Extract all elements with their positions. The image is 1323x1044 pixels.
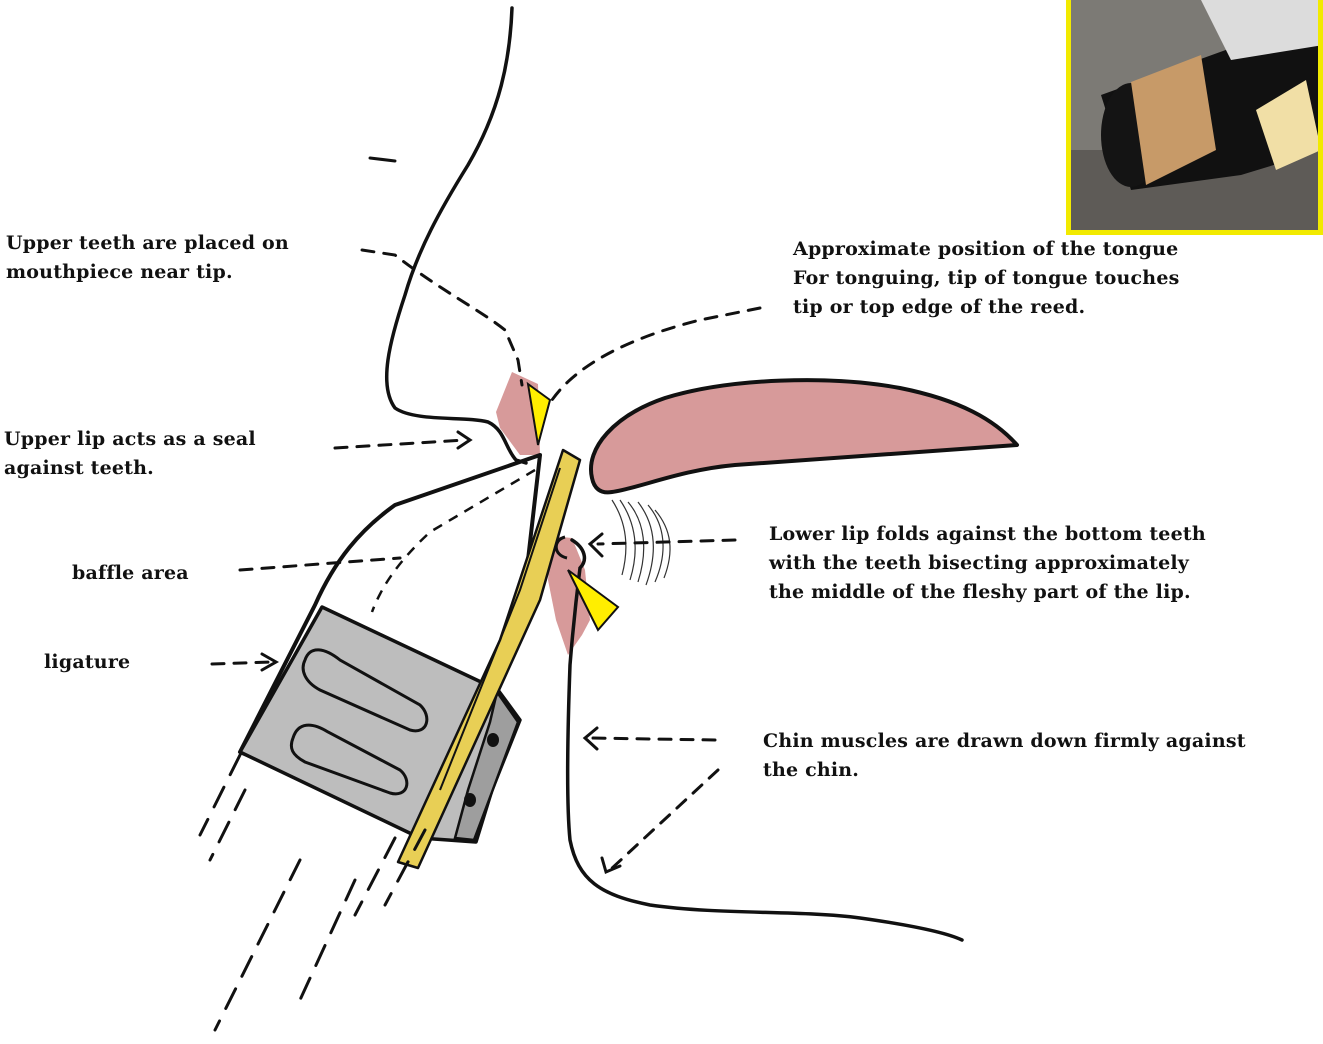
ligature-screw-dot [487, 733, 499, 747]
mouthpiece-photo [1071, 0, 1323, 235]
eye-mark [370, 158, 395, 161]
label-lower-lip: Lower lip folds against the bottom teeth… [769, 520, 1206, 607]
label-ligature: ligature [44, 648, 130, 677]
baffle-dashed-line [372, 470, 535, 612]
label-chin: Chin muscles are drawn down firmly again… [763, 727, 1246, 785]
label-baffle-area: baffle area [72, 559, 189, 588]
label-upper-teeth: Upper teeth are placed on mouthpiece nea… [6, 229, 289, 287]
ligature-screw-dot [464, 793, 476, 807]
tongue [591, 380, 1017, 492]
label-tongue: Approximate position of the tongue For t… [793, 235, 1180, 322]
mouthpiece-photo-inset [1066, 0, 1323, 235]
label-upper-lip: Upper lip acts as a seal against teeth. [4, 425, 256, 483]
